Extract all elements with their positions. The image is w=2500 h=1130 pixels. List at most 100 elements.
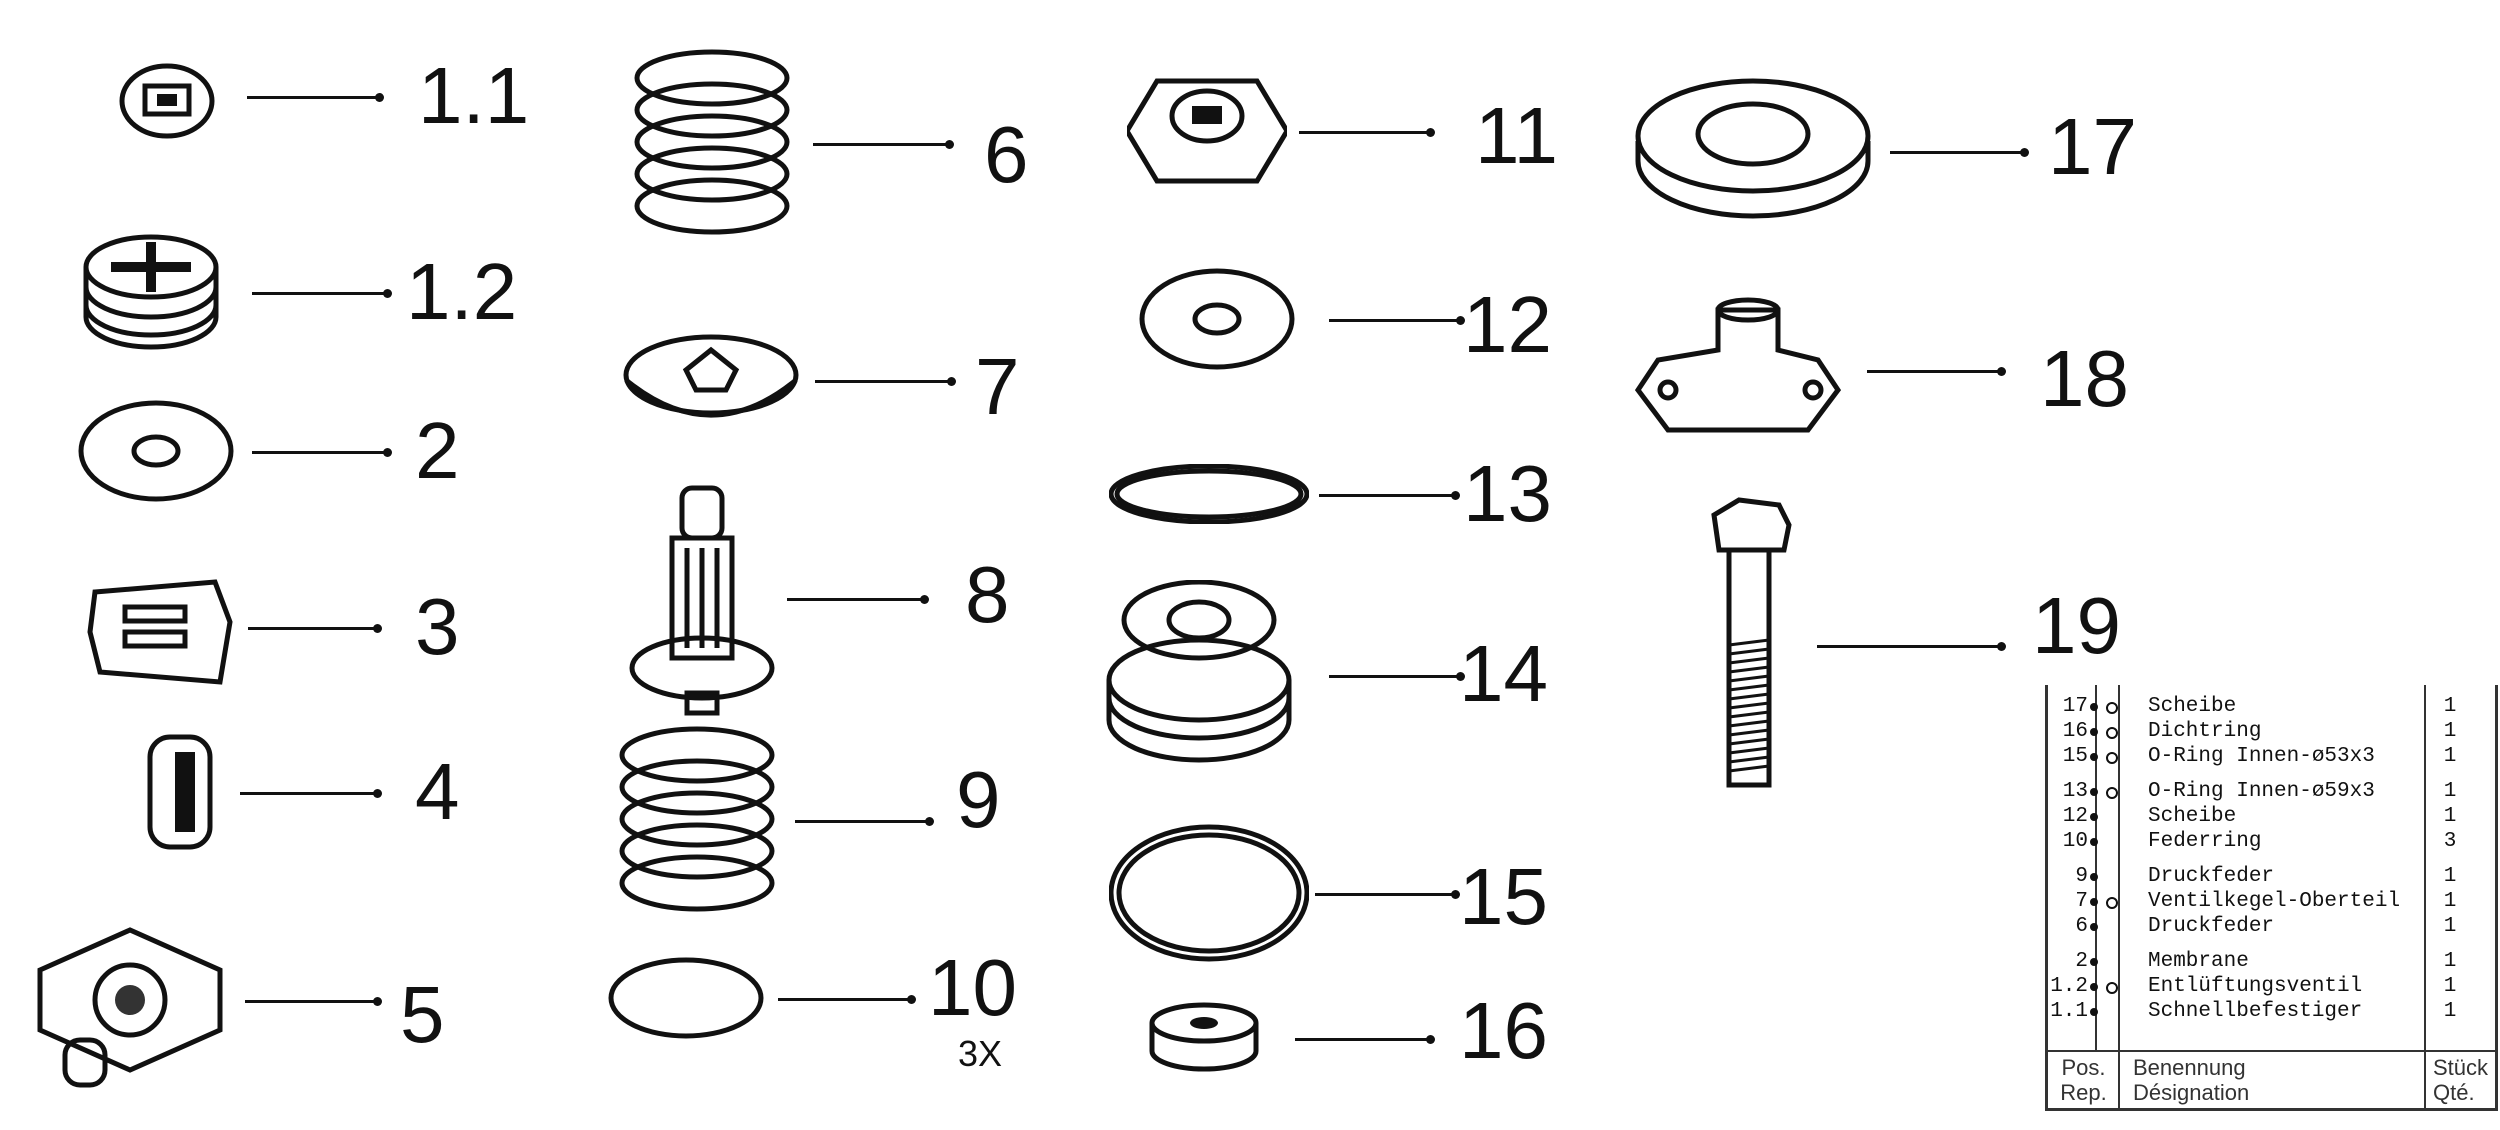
position-number: 17 — [2062, 695, 2088, 718]
part-quantity: 1 — [2443, 695, 2457, 718]
leader-line — [1329, 672, 1465, 681]
part-number-label: 5 — [400, 970, 445, 1059]
part-designation: Scheibe — [2148, 805, 2237, 828]
hex-nut-icon — [1124, 61, 1290, 206]
open-circle-icon — [2106, 982, 2118, 994]
part-number-label: 2 — [415, 406, 460, 495]
open-circle-icon — [2106, 787, 2118, 799]
part-quantity: 1 — [2443, 890, 2457, 913]
leader-line — [1295, 1035, 1435, 1044]
part-number-label: 14 — [1459, 629, 1548, 718]
part-quantity: 1 — [2443, 950, 2457, 973]
part-designation: Federring — [2148, 830, 2262, 853]
table-row: 6 Druckfeder 1 — [2048, 915, 2495, 940]
part-designation: Entlüftungsventil — [2148, 975, 2363, 998]
position-number: 6 — [2075, 915, 2088, 938]
leader-line — [252, 289, 392, 298]
leader-line — [813, 140, 954, 149]
sleeve-icon — [130, 722, 230, 867]
part-designation: Druckfeder — [2148, 915, 2275, 938]
part-number-label: 18 — [2040, 334, 2129, 423]
part-number-label: 17 — [2048, 102, 2137, 191]
part-designation: Ventilkegel-Oberteil — [2148, 890, 2401, 913]
part-number-label: 19 — [2032, 581, 2121, 670]
cover-icon — [1628, 290, 1848, 455]
position-number: 1.2 — [2050, 975, 2088, 998]
part-number-label: 16 — [1459, 986, 1548, 1075]
position-number: 10 — [2062, 830, 2088, 853]
part-number-label: 3 — [415, 582, 460, 671]
part-number-label: 6 — [984, 110, 1029, 199]
position-number: 13 — [2062, 780, 2088, 803]
leader-line — [248, 624, 382, 633]
filled-dot-icon — [2090, 728, 2098, 736]
plate-icon — [80, 562, 240, 697]
flat-washer-icon — [1633, 76, 1873, 231]
filled-dot-icon — [2090, 753, 2098, 761]
part-quantity: 1 — [2443, 780, 2457, 803]
part-quantity: 1 — [2443, 915, 2457, 938]
quantity-note: 3X — [958, 1033, 1003, 1074]
leader-line — [240, 789, 382, 798]
part-number-label: 1.1 — [418, 51, 530, 140]
leader-line — [252, 448, 392, 457]
open-circle-icon — [2106, 727, 2118, 739]
leader-line — [1890, 148, 2029, 157]
leader-line — [1299, 128, 1435, 137]
filled-dot-icon — [2090, 898, 2098, 906]
leader-line — [247, 93, 384, 102]
filled-dot-icon — [2090, 1008, 2098, 1016]
membrane-icon — [76, 396, 236, 511]
part-designation: Membrane — [2148, 950, 2249, 973]
position-number: 12 — [2062, 805, 2088, 828]
filled-dot-icon — [2090, 838, 2098, 846]
part-designation: O-Ring Innen-ø53x3 — [2148, 745, 2375, 768]
part-quantity: 1 — [2443, 865, 2457, 888]
leader-line — [245, 997, 382, 1006]
quick-fastener-icon — [107, 46, 227, 151]
part-number-label: 12 — [1463, 280, 1552, 369]
spring-icon — [617, 725, 777, 920]
open-circle-icon — [2106, 752, 2118, 764]
table-row: 1.2 Entlüftungsventil 1 — [2048, 975, 2495, 1000]
o-ring-icon — [1108, 463, 1310, 529]
part-number-label: 9 — [956, 755, 1001, 844]
leader-line — [778, 995, 916, 1004]
leader-line — [1817, 642, 2006, 651]
filled-dot-icon — [2090, 983, 2098, 991]
filled-dot-icon — [2090, 813, 2098, 821]
position-number: 2 — [2075, 950, 2088, 973]
leader-line — [1319, 491, 1460, 500]
part-number-label: 8 — [965, 550, 1010, 639]
position-number: 15 — [2062, 745, 2088, 768]
leader-line — [1329, 316, 1465, 325]
part-number-label: 13 — [1463, 449, 1552, 538]
part-number-label: 7 — [975, 342, 1020, 431]
part-quantity: 1 — [2443, 975, 2457, 998]
valve-stem-icon — [622, 478, 782, 723]
part-designation: Dichtring — [2148, 720, 2262, 743]
part-number-label: 15 — [1459, 852, 1548, 941]
leader-line — [795, 817, 934, 826]
position-number: 1.1 — [2050, 1000, 2088, 1023]
leader-line — [815, 377, 956, 386]
filled-dot-icon — [2090, 958, 2098, 966]
part-quantity: 1 — [2443, 745, 2457, 768]
position-number: 16 — [2062, 720, 2088, 743]
part-designation: Schnellbefestiger — [2148, 1000, 2363, 1023]
part-designation: Druckfeder — [2148, 865, 2275, 888]
filled-dot-icon — [2090, 923, 2098, 931]
valve-cone-top-icon — [621, 325, 801, 440]
pos-header: Pos.Rep. — [2060, 1055, 2107, 1105]
table-row: 2 Membrane 1 — [2048, 950, 2495, 975]
spring-ring-icon — [606, 953, 766, 1048]
filled-dot-icon — [2090, 703, 2098, 711]
